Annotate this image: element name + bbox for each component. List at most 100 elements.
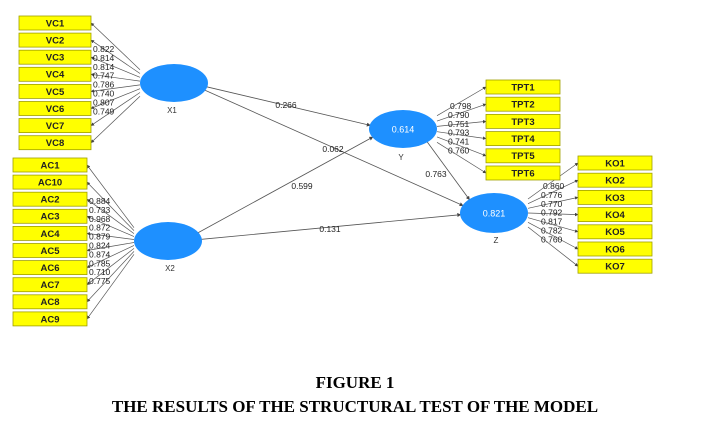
indicator-label-ac3: AC3 [40, 212, 59, 223]
latent-name-z: Z [494, 236, 499, 245]
loading-arrow-vc5 [90, 84, 141, 93]
path-arrow-x1-y [205, 86, 371, 127]
r-squared-z: 0.821 [483, 209, 506, 219]
path-arrow-y-z [426, 141, 470, 201]
loading-arrow-ac5 [86, 242, 135, 252]
loading-value-tpt3: 0.751 [448, 119, 470, 129]
loading-value-ko3: 0.770 [541, 199, 563, 209]
loading-arrow-ac2 [86, 198, 135, 234]
indicator-label-ac8: AC8 [40, 297, 59, 308]
latent-name-y: Y [398, 153, 404, 162]
loading-value-ko6: 0.782 [541, 226, 563, 236]
indicator-box-ac6 [12, 260, 88, 276]
indicator-box-ac2 [12, 191, 88, 207]
loading-value-ac4: 0.879 [89, 232, 111, 242]
latent-ellipse-z [460, 193, 528, 233]
indicator-box-ko4 [577, 207, 653, 223]
indicator-label-vc3: VC3 [46, 53, 64, 64]
latent-name-x1: X1 [167, 106, 177, 115]
indicator-label-tpt6: TPT6 [511, 168, 534, 179]
loading-value-tpt1: 0.798 [450, 101, 472, 111]
indicator-box-vc1 [18, 15, 92, 31]
loading-arrow-vc6 [90, 88, 141, 109]
loading-arrow-ac10 [86, 181, 135, 231]
loading-value-ac10: 0.733 [89, 205, 111, 215]
loading-value-tpt2: 0.790 [448, 110, 470, 120]
loading-arrow-tpt1 [436, 86, 487, 117]
indicator-label-ko7: KO7 [605, 262, 625, 273]
indicator-label-ac2: AC2 [40, 195, 59, 206]
loading-value-ac1: 0.884 [89, 196, 111, 206]
indicator-label-ko3: KO3 [605, 193, 625, 204]
loading-arrow-ac8 [86, 251, 135, 303]
indicator-label-vc1: VC1 [46, 18, 65, 29]
latent-name-x2: X2 [165, 264, 175, 273]
path-arrow-x1-z [203, 89, 464, 207]
indicator-label-vc5: VC5 [46, 87, 65, 98]
indicator-box-ac9 [12, 311, 88, 327]
indicator-box-ko6 [577, 241, 653, 257]
loading-value-vc3: 0.814 [93, 62, 115, 72]
loading-value-ac2: 0.968 [89, 214, 111, 224]
loading-value-ac5: 0.824 [89, 241, 111, 251]
loading-arrow-ko3 [527, 196, 579, 209]
indicator-label-tpt1: TPT1 [511, 82, 535, 93]
indicator-box-vc7 [18, 118, 92, 133]
loading-value-tpt6: 0.760 [448, 146, 470, 156]
indicator-box-vc5 [18, 84, 92, 99]
indicator-box-ko7 [577, 258, 653, 274]
loading-arrow-ac4 [86, 232, 135, 240]
path-arrow-x2-y [196, 136, 374, 234]
loading-arrow-ac9 [86, 254, 135, 320]
indicator-box-tpt1 [485, 79, 561, 95]
r-squared-y: 0.614 [392, 125, 415, 135]
path-arrow-x2-z [200, 213, 462, 240]
loading-value-ac9: 0.775 [89, 276, 111, 286]
indicator-label-ko6: KO6 [605, 244, 625, 255]
loading-arrow-tpt5 [436, 136, 487, 157]
indicator-label-ko1: KO1 [605, 158, 625, 169]
indicator-box-tpt4 [485, 131, 561, 147]
indicator-label-tpt4: TPT4 [511, 134, 535, 145]
loading-arrow-vc7 [90, 92, 141, 126]
indicator-box-vc4 [18, 66, 92, 82]
loading-value-ko5: 0.817 [541, 217, 563, 227]
path-coefficient-x2-y: 0.599 [291, 181, 313, 191]
indicator-label-ac5: AC5 [40, 246, 60, 257]
loading-value-ko2: 0.776 [541, 190, 563, 200]
indicator-box-ko2 [577, 172, 653, 188]
indicator-label-tpt5: TPT5 [511, 151, 535, 162]
indicator-box-ac1 [12, 157, 88, 173]
indicator-label-vc8: VC8 [46, 138, 64, 149]
latent-ellipse-y [369, 110, 437, 148]
figure-number: FIGURE 1 [315, 373, 395, 392]
indicator-label-ko5: KO5 [605, 227, 625, 238]
indicator-box-ac3 [12, 208, 88, 224]
loading-value-vc4: 0.747 [93, 71, 115, 81]
latent-ellipse-x1 [140, 64, 208, 102]
indicator-label-ac9: AC9 [40, 314, 59, 325]
connector-lines [86, 22, 579, 320]
indicator-label-ko4: KO4 [605, 210, 625, 221]
indicator-label-ac10: AC10 [38, 178, 62, 189]
indicator-box-tpt2 [485, 96, 561, 112]
loading-arrow-vc4 [90, 72, 141, 82]
loading-value-tpt5: 0.741 [448, 137, 470, 147]
indicator-label-ac6: AC6 [40, 263, 59, 274]
indicator-box-ac8 [12, 294, 88, 310]
loading-arrow-ac3 [86, 215, 135, 237]
indicator-box-vc2 [18, 32, 92, 48]
indicator-label-ac7: AC7 [40, 280, 59, 291]
loading-value-ac7: 0.785 [89, 258, 111, 268]
indicator-label-vc2: VC2 [46, 36, 64, 47]
indicator-label-tpt2: TPT2 [511, 100, 534, 111]
indicator-box-tpt5 [485, 148, 561, 164]
path-coefficient-x2-z: 0.131 [319, 224, 341, 234]
indicator-box-ac4 [12, 225, 88, 241]
loading-value-ko4: 0.792 [541, 208, 563, 218]
path-coefficient-x1-y: 0.266 [275, 100, 297, 110]
diagram-nodes [12, 15, 653, 327]
loading-value-ko7: 0.760 [541, 234, 563, 244]
loading-arrow-ko1 [527, 162, 579, 200]
